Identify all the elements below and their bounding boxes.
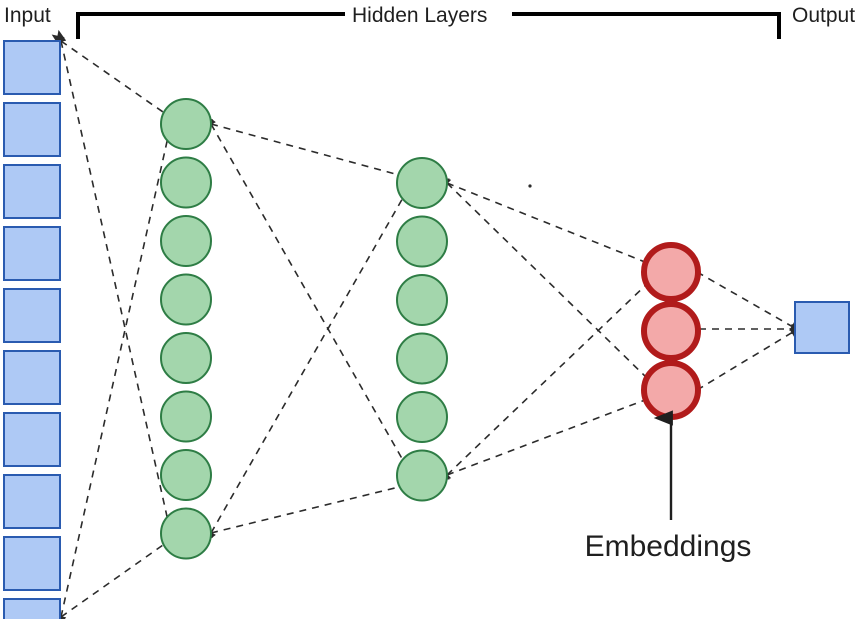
connection-emb-bottom-to-output [696,326,803,391]
connection-input-bottom-to-h1-bottom [51,544,164,619]
hidden-layer-1-node-4[interactable] [160,273,212,326]
output-layer-node-1[interactable] [794,301,850,354]
input-layer-node-5[interactable] [3,288,61,343]
input-layer-node-1[interactable] [3,40,61,95]
input-layer-node-10[interactable] [3,598,61,619]
input-layer-node-8[interactable] [3,474,61,529]
input-section-label: Input [4,4,51,27]
input-layer-node-6[interactable] [3,350,61,405]
input-layer-node-2[interactable] [3,102,61,157]
hidden-layer-2-node-2[interactable] [396,215,448,268]
hidden-layer-1-node-6[interactable] [160,390,212,443]
output-section-label: Output [792,4,855,27]
connection-edges [51,29,804,619]
annotation-group: Embeddings [585,410,752,563]
connection-h1-bottom-to-h2-bottom [199,486,400,538]
embeddings-label: Embeddings [585,530,752,563]
hidden-layer-1-node-1[interactable] [160,98,212,150]
hidden-layer-1-node-2[interactable] [160,156,212,209]
hidden-layer-1-node-5[interactable] [160,332,212,384]
connection-emb-top-to-output [696,271,803,333]
connection-h2-top-to-emb-top [436,178,646,263]
hidden-layer-2-node-3[interactable] [396,274,448,326]
connection-input-top-to-h1-bottom [56,29,169,522]
embedding-layer-node-3[interactable] [641,360,701,420]
connection-h2-bottom-to-emb-bottom [436,399,646,480]
layer-nodes [3,40,850,619]
stray-dot [528,184,532,188]
connection-input-bottom-to-h1-top [56,136,169,619]
hidden-layers-bracket [76,12,781,39]
hidden-layer-1-node-3[interactable] [160,215,212,267]
input-layer-node-9[interactable] [3,536,61,591]
connection-h1-top-to-h2-top [200,119,400,176]
connection-h2-bottom-to-emb-top [438,281,650,483]
connection-h1-top-to-h2-bottom [205,114,405,463]
embedding-layer-node-1[interactable] [641,242,701,302]
hidden-layer-2-node-6[interactable] [396,449,448,502]
input-layer-node-3[interactable] [3,164,61,219]
embedding-layer-node-2[interactable] [641,301,701,361]
connection-input-top-to-h1-top [51,34,164,113]
hidden-layer-1-node-8[interactable] [160,507,212,560]
hidden-layers-section-label: Hidden Layers [352,4,487,27]
input-layer-node-7[interactable] [3,412,61,467]
hidden-layer-2-node-1[interactable] [396,157,448,209]
connection-h1-bottom-to-h2-top [205,195,405,543]
connection-h2-top-to-emb-bottom [438,175,650,381]
hidden-layer-2-node-4[interactable] [396,332,448,385]
input-layer-node-4[interactable] [3,226,61,281]
hidden-layer-2-node-5[interactable] [396,391,448,443]
hidden-layer-1-node-7[interactable] [160,449,212,501]
